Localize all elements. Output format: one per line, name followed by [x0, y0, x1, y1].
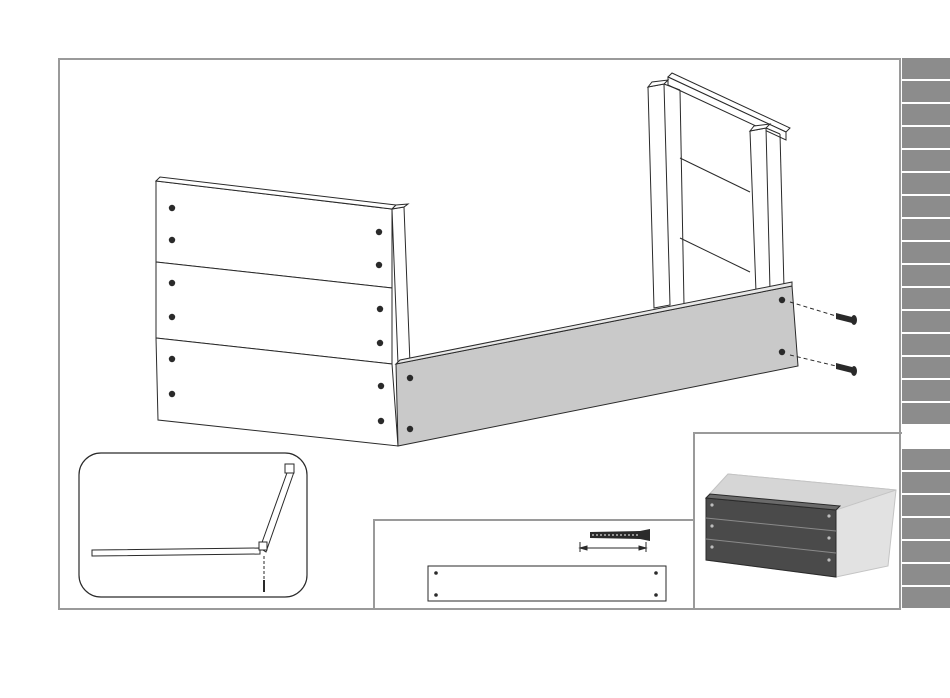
board-part: [428, 566, 666, 601]
screw-icon: [590, 529, 650, 541]
screw-icon: [790, 355, 857, 376]
screw-icon: [790, 302, 857, 325]
finished-planter-preview: [694, 433, 902, 610]
left-side-panel: [156, 177, 410, 446]
corner-detail-callout: [79, 453, 307, 597]
right-side-frame: [648, 73, 790, 308]
parts-box: [374, 520, 694, 610]
length-dimension: [580, 542, 646, 552]
front-board: [396, 282, 798, 446]
